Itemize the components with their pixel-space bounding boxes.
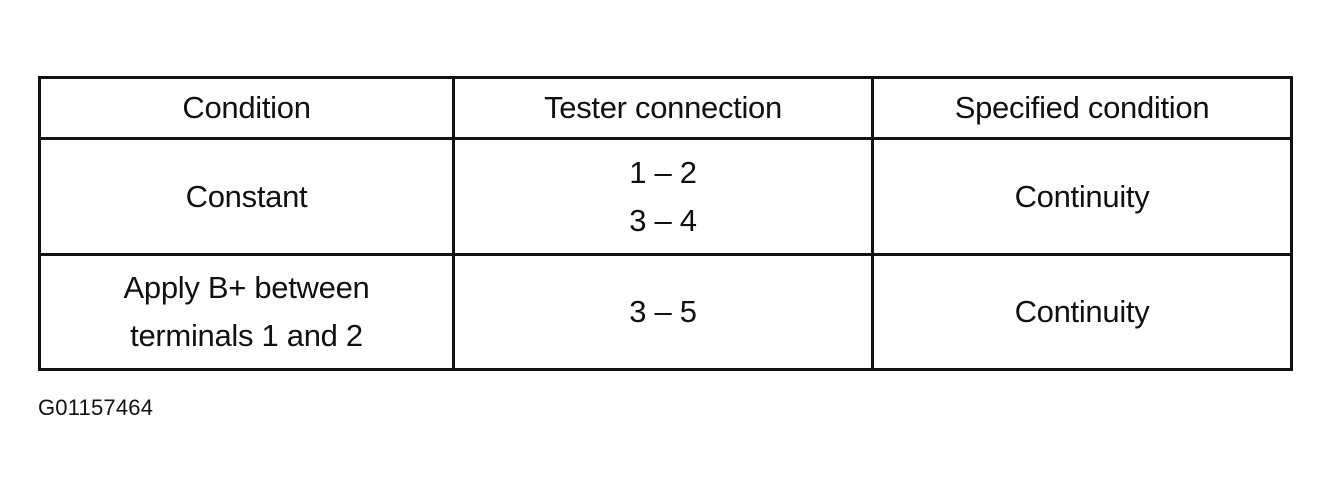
cell-text: Continuity bbox=[1014, 178, 1150, 214]
cell-tester-connection: 1 – 2 3 – 4 bbox=[452, 137, 874, 256]
header-condition: Condition bbox=[38, 76, 455, 140]
cell-text: Continuity bbox=[1014, 294, 1150, 329]
header-tester-connection: Tester connection bbox=[452, 76, 874, 140]
cell-text: 1 – 2 bbox=[629, 154, 697, 190]
header-specified-condition: Specified condition bbox=[871, 76, 1293, 140]
cell-condition: Apply B+ between terminals 1 and 2 bbox=[38, 253, 455, 371]
table-row: Constant 1 – 2 3 – 4 Continuity bbox=[38, 137, 1293, 256]
cell-text: 3 – 4 bbox=[629, 202, 697, 238]
cell-text: terminals 1 and 2 bbox=[130, 318, 363, 353]
cell-tester-connection: 3 – 5 bbox=[452, 253, 874, 371]
cell-condition: Constant bbox=[38, 137, 455, 256]
cell-text: 3 – 5 bbox=[629, 294, 697, 329]
table-header-row: Condition Tester connection Specified co… bbox=[38, 76, 1293, 140]
cell-text: Apply B+ between bbox=[123, 270, 370, 305]
cell-specified-condition: Continuity bbox=[871, 253, 1293, 371]
specification-table: Condition Tester connection Specified co… bbox=[38, 76, 1293, 371]
cell-specified-condition: Continuity bbox=[871, 137, 1293, 256]
table-row: Apply B+ between terminals 1 and 2 3 – 5… bbox=[38, 253, 1293, 371]
cell-text: Constant bbox=[185, 178, 308, 214]
figure-id: G01157464 bbox=[38, 395, 154, 420]
